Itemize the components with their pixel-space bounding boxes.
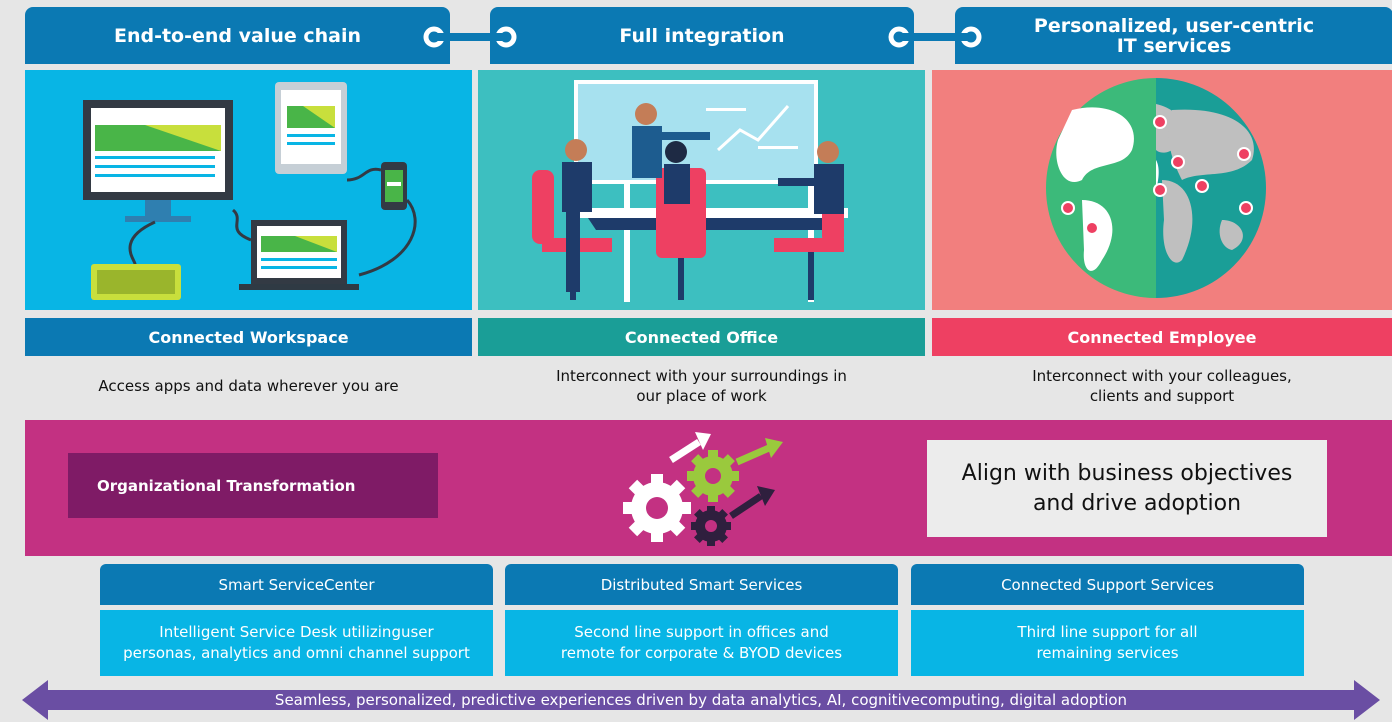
- service-header-smart-servicecenter: Smart ServiceCenter: [100, 564, 493, 605]
- pillar-label-text: Connected Office: [624, 327, 779, 347]
- pillar-label-connected-office: Connected Office: [478, 318, 925, 356]
- transformation-label: Organizational Transformation: [68, 453, 438, 518]
- pillar-label-text: Connected Employee: [1067, 327, 1257, 347]
- chain-link-icon: [888, 26, 982, 48]
- service-line: remaining services: [1036, 644, 1179, 662]
- transformation-goal: Align with business objectives and drive…: [927, 440, 1327, 537]
- description-line: clients and support: [1089, 387, 1235, 405]
- pillar-description-workspace: Access apps and data wherever you are: [25, 376, 472, 396]
- gear-icon: [691, 506, 731, 546]
- arrow-up-right-icon: [669, 432, 783, 519]
- globe-icon: [1046, 78, 1266, 298]
- header-text: End-to-end value chain: [113, 24, 362, 47]
- pillar-description-employee: Interconnect with your colleagues, clien…: [932, 366, 1392, 406]
- service-line: Second line support in offices and: [574, 623, 829, 641]
- pillar-label-connected-employee: Connected Employee: [932, 318, 1392, 356]
- service-title: Distributed Smart Services: [600, 575, 803, 594]
- description-line: Access apps and data wherever you are: [98, 377, 399, 395]
- gear-icon: [687, 450, 739, 502]
- pillar-label-connected-workspace: Connected Workspace: [25, 318, 472, 356]
- meeting-table-icon: [578, 208, 848, 230]
- laptop-icon: [239, 220, 359, 290]
- gear-icon: [623, 474, 691, 542]
- keyboard-icon: [91, 264, 181, 300]
- location-pin-icon: [1061, 115, 1253, 235]
- header-text-line2: IT services: [1116, 34, 1232, 57]
- service-line: personas, analytics and omni channel sup…: [123, 644, 470, 662]
- people-icon: [562, 103, 844, 292]
- service-header-connected-support-services: Connected Support Services: [911, 564, 1304, 605]
- service-body-smart-servicecenter: Intelligent Service Desk utilizinguser p…: [100, 610, 493, 676]
- office-illustration: [478, 70, 925, 310]
- header-full-integration: Full integration: [490, 7, 914, 64]
- workspace-illustration: [25, 70, 472, 310]
- gears-icon: [623, 432, 783, 546]
- service-line: Intelligent Service Desk utilizinguser: [159, 623, 434, 641]
- service-header-distributed-smart-services: Distributed Smart Services: [505, 564, 898, 605]
- header-text: Full integration: [619, 24, 785, 47]
- service-line: Third line support for all: [1017, 623, 1198, 641]
- chain-link-icon: [423, 26, 517, 48]
- phone-icon: [381, 162, 407, 210]
- service-body-distributed-smart-services: Second line support in offices and remot…: [505, 610, 898, 676]
- service-body-connected-support-services: Third line support for all remaining ser…: [911, 610, 1304, 676]
- header-personalized-it-services: Personalized, user-centric IT services: [955, 7, 1392, 64]
- pillar-label-text: Connected Workspace: [148, 327, 349, 347]
- goal-line: Align with business objectives: [961, 460, 1293, 486]
- description-line: Interconnect with your colleagues,: [1032, 367, 1292, 385]
- service-title: Connected Support Services: [1001, 575, 1214, 594]
- transformation-label-text: Organizational Transformation: [97, 476, 356, 495]
- double-arrow-icon: [22, 680, 1380, 720]
- header-end-to-end-value-chain: End-to-end value chain: [25, 7, 450, 64]
- footer-text: Seamless, personalized, predictive exper…: [274, 691, 1128, 709]
- goal-line: and drive adoption: [1032, 490, 1242, 516]
- footer-statement: Seamless, personalized, predictive exper…: [50, 690, 1352, 710]
- monitor-icon: [83, 100, 233, 222]
- employee-illustration: [932, 70, 1392, 310]
- service-title: Smart ServiceCenter: [218, 575, 375, 594]
- description-line: Interconnect with your surroundings in: [556, 367, 847, 385]
- service-line: remote for corporate & BYOD devices: [560, 644, 843, 662]
- description-line: our place of work: [636, 387, 767, 405]
- header-text-line1: Personalized, user-centric: [1033, 14, 1315, 37]
- pillar-description-office: Interconnect with your surroundings in o…: [478, 366, 925, 406]
- tablet-icon: [275, 82, 347, 174]
